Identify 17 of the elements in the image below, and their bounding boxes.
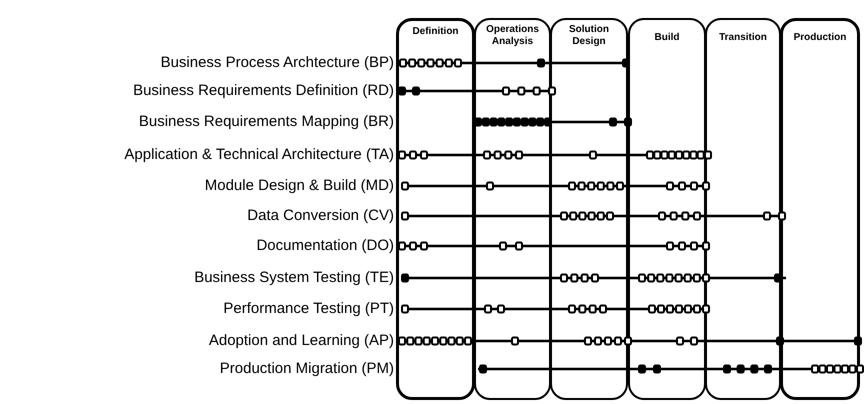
process-name: Data Conversion (CV) (247, 207, 394, 225)
process-name: Business Requirements Mapping (BR) (138, 113, 394, 131)
process-name: Business Process Archtecture (BP) (160, 54, 394, 72)
phase-title: Definition (411, 26, 460, 38)
process-name: Module Design & Build (MD) (204, 177, 394, 195)
phase-title: Build (654, 32, 680, 44)
process-name: Documentation (DO) (256, 237, 394, 255)
phase-title: Operations Analysis (485, 24, 540, 48)
phase-title: Transition (718, 32, 768, 44)
process-name: Business Requirements Definition (RD) (133, 82, 394, 100)
process-name: Adoption and Learning (AP) (208, 332, 394, 350)
process-name: Application & Technical Architecture (TA) (124, 146, 394, 164)
phase-title: Solution Design (568, 24, 610, 48)
process-name: Production Migration (PM) (220, 360, 394, 378)
phase-title: Production (792, 32, 848, 44)
process-name: Business System Testing (TE) (194, 269, 394, 287)
process-name: Performance Testing (PT) (223, 300, 394, 318)
